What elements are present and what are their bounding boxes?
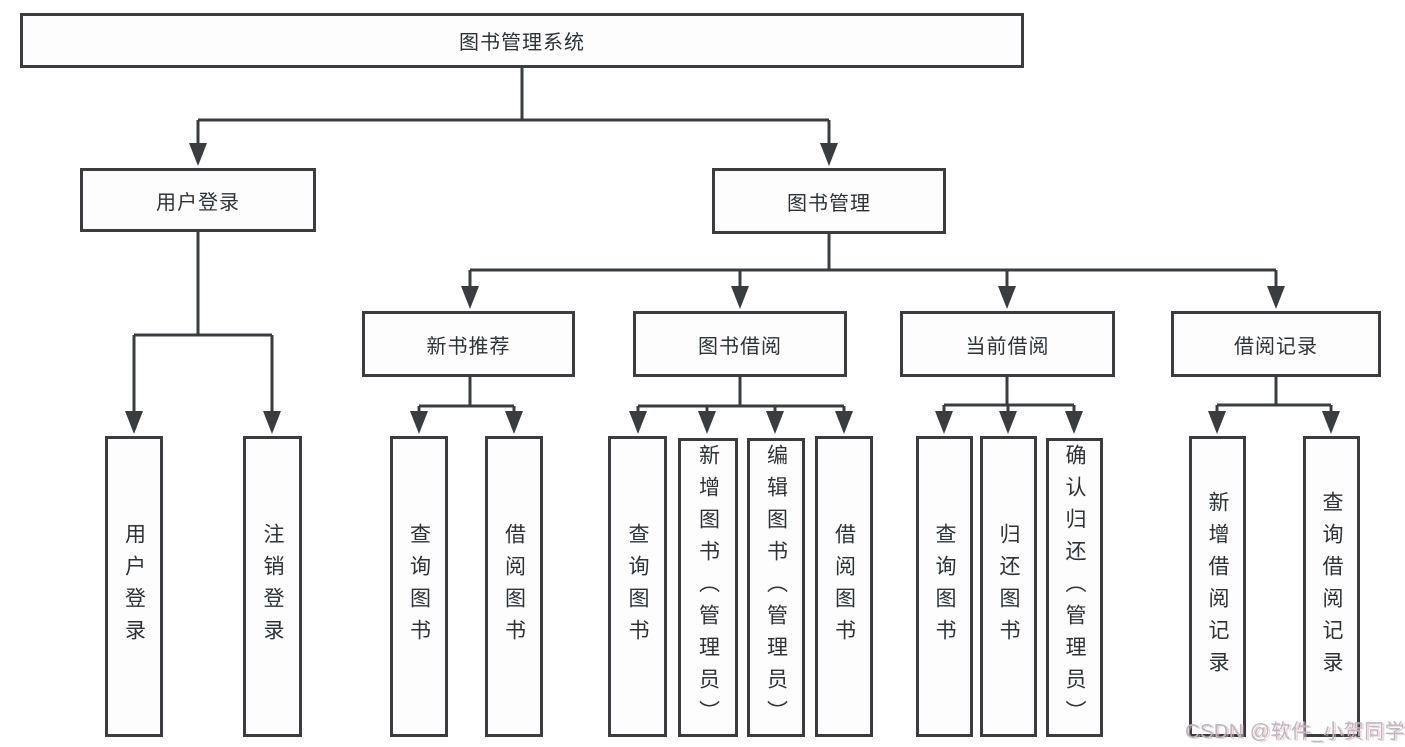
arrowhead-icon xyxy=(820,143,838,166)
leaf-return-book: 归还图书 xyxy=(980,436,1037,737)
leaf-query-record: 查询借阅记录 xyxy=(1303,436,1360,737)
arrowhead-icon xyxy=(698,411,716,434)
leaf-query-book-3-label: 查询图书 xyxy=(933,522,956,651)
connector-book-mgmt-to-level3 xyxy=(461,234,1285,309)
leaf-borrow-book-1: 借阅图书 xyxy=(485,436,543,737)
leaf-query-book-2: 查询图书 xyxy=(608,436,667,737)
leaf-borrow-book-2-label: 借阅图书 xyxy=(832,522,856,651)
node-borrow-record-label: 借阅记录 xyxy=(1234,335,1318,358)
connector-user-login-to-leaves xyxy=(125,231,281,434)
leaf-borrow-book-2: 借阅图书 xyxy=(815,436,873,737)
arrowhead-icon xyxy=(998,286,1016,309)
arrowhead-icon xyxy=(999,411,1017,434)
leaf-add-record-label: 新增借阅记录 xyxy=(1206,490,1229,683)
leaf-confirm-return: 确认归还（管理员） xyxy=(1046,438,1103,737)
node-book-mgmt: 图书管理 xyxy=(712,168,946,234)
leaf-query-record-label: 查询借阅记录 xyxy=(1320,490,1343,683)
node-current-borrow: 当前借阅 xyxy=(900,311,1115,377)
arrowhead-icon xyxy=(125,411,143,434)
node-new-book-rec: 新书推荐 xyxy=(362,311,575,377)
leaf-query-book-2-label: 查询图书 xyxy=(626,522,649,651)
leaf-edit-book-label: 编辑图书（管理员） xyxy=(764,443,788,732)
arrowhead-icon xyxy=(461,286,479,309)
leaf-borrow-book-1-label: 借阅图书 xyxy=(502,522,526,651)
node-book-borrow: 图书借阅 xyxy=(633,311,847,377)
node-book-mgmt-label: 图书管理 xyxy=(787,192,871,215)
arrowhead-icon xyxy=(1208,411,1226,434)
arrowhead-icon xyxy=(766,411,784,434)
arrowhead-icon xyxy=(410,411,428,434)
leaf-user-login: 用户登录 xyxy=(105,436,163,737)
arrowhead-icon xyxy=(1267,286,1285,309)
connector-book-borrow-to-leaves xyxy=(629,377,853,434)
arrowhead-icon xyxy=(935,411,953,434)
node-borrow-record: 借阅记录 xyxy=(1171,311,1381,377)
node-root-label: 图书管理系统 xyxy=(459,32,585,54)
arrowhead-icon xyxy=(835,411,853,434)
arrowhead-icon xyxy=(1322,411,1340,434)
arrowhead-icon xyxy=(1065,411,1083,434)
node-root: 图书管理系统 xyxy=(20,13,1024,68)
leaf-user-login-label: 用户登录 xyxy=(122,522,146,651)
leaf-return-book-label: 归还图书 xyxy=(997,522,1020,651)
leaf-add-book-label: 新增图书（管理员） xyxy=(696,443,720,732)
node-new-book-rec-label: 新书推荐 xyxy=(426,335,511,358)
connector-root-to-level2 xyxy=(189,68,838,166)
leaf-add-record: 新增借阅记录 xyxy=(1189,436,1246,737)
leaf-logout-label: 注销登录 xyxy=(261,522,284,651)
node-book-borrow-label: 图书借阅 xyxy=(698,335,782,358)
leaf-confirm-return-label: 确认归还（管理员） xyxy=(1063,443,1086,732)
leaf-query-book-1: 查询图书 xyxy=(390,436,448,737)
arrowhead-icon xyxy=(629,411,647,434)
leaf-edit-book: 编辑图书（管理员） xyxy=(747,438,805,737)
connector-borrow-record-to-leaves xyxy=(1208,377,1340,434)
arrowhead-icon xyxy=(189,143,207,166)
arrowhead-icon xyxy=(263,411,281,434)
node-user-login: 用户登录 xyxy=(80,168,316,232)
connector-current-borrow-to-leaves xyxy=(935,377,1083,434)
leaf-logout: 注销登录 xyxy=(243,436,302,737)
node-current-borrow-label: 当前借阅 xyxy=(965,335,1050,358)
leaf-add-book: 新增图书（管理员） xyxy=(678,438,738,737)
csdn-watermark: CSDN @软件_小贺同学 xyxy=(1185,721,1405,743)
node-user-login-label: 用户登录 xyxy=(156,191,240,214)
leaf-query-book-3: 查询图书 xyxy=(916,436,973,737)
connector-new-book-rec-to-leaves xyxy=(410,377,523,434)
arrowhead-icon xyxy=(731,286,749,309)
leaf-query-book-1-label: 查询图书 xyxy=(407,522,431,651)
arrowhead-icon xyxy=(505,411,523,434)
